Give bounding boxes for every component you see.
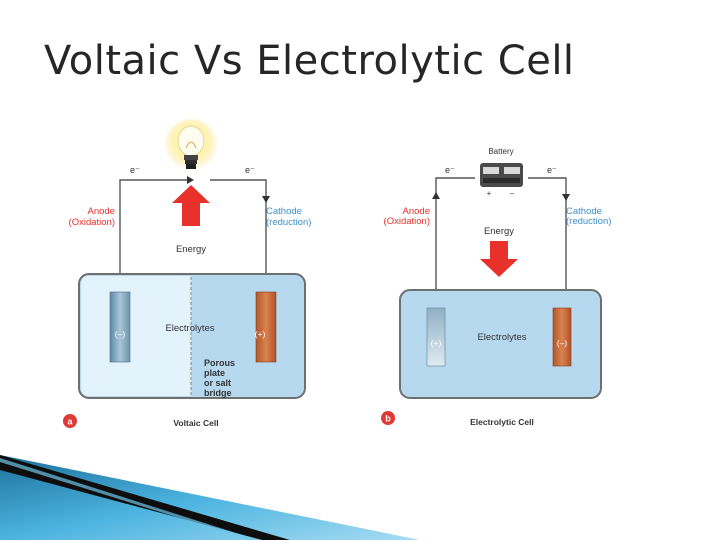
battery-minus: – [510, 189, 515, 198]
voltaic-tank-left-half [81, 276, 191, 396]
voltaic-anode-electrode [109, 291, 131, 363]
voltaic-left-wire [119, 179, 187, 292]
voltaic-electrolyte-label: Electrolytes [165, 323, 214, 334]
electrolytic-cathode-label: Cathode [566, 206, 602, 217]
electrolytic-caption: Electrolytic Cell [470, 417, 534, 427]
voltaic-anode-label: Anode [88, 206, 115, 217]
electrolytic-cathode-electrode [552, 307, 572, 367]
voltaic-electron-left: e⁻ [130, 165, 140, 175]
voltaic-left-sign: (–) [115, 329, 126, 339]
voltaic-energy-label: Energy [176, 244, 206, 255]
electrolytic-right-arrowhead [562, 194, 570, 201]
voltaic-right-sign: (+) [255, 329, 266, 339]
electrolytic-anode-label: Anode [403, 206, 430, 217]
voltaic-panel-badge [63, 414, 77, 428]
electrolytic-left-wire [435, 177, 475, 308]
voltaic-right-arrowhead [262, 196, 270, 203]
battery-plus: + [487, 189, 492, 198]
electrolytic-anode-sub: (Oxidation) [384, 216, 430, 227]
electrolytic-cell: Battery + – e⁻ e⁻ Anode (Oxidation) Cath… [381, 147, 611, 427]
electrolytic-cathode-sub: (reduction) [566, 216, 611, 227]
voltaic-bridge-line-4: bridge [204, 388, 232, 398]
electrolytic-left-sign: (+) [431, 338, 442, 348]
electrolytic-electrolyte-label: Electrolytes [477, 332, 526, 343]
electrolytic-electron-right: e⁻ [547, 165, 557, 175]
voltaic-cathode-label: Cathode [266, 206, 302, 217]
voltaic-bridge-line-2: plate [204, 368, 225, 378]
voltaic-right-wire [210, 179, 267, 292]
light-bulb-icon [165, 119, 217, 171]
electrolytic-left-arrowhead [432, 192, 440, 199]
voltaic-anode-sub: (Oxidation) [69, 217, 115, 228]
battery-icon [480, 163, 523, 187]
voltaic-energy-arrow [172, 185, 210, 226]
voltaic-bridge-line-1: Porous [204, 358, 235, 368]
voltaic-cell: e⁻ e⁻ Anode (Oxidation) Cathode (reducti… [63, 119, 311, 428]
voltaic-panel-letter: a [67, 417, 73, 427]
voltaic-bridge-line-3: or salt [204, 378, 231, 388]
voltaic-electron-right: e⁻ [245, 165, 255, 175]
electrolytic-panel-badge [381, 411, 395, 425]
electrolytic-right-sign: (–) [557, 338, 568, 348]
electrolytic-energy-arrow [480, 241, 518, 277]
electrolytic-right-wire [528, 177, 567, 308]
corner-accent-band [0, 455, 420, 540]
electrolytic-anode-electrode [426, 307, 446, 367]
voltaic-cathode-electrode [255, 291, 277, 363]
electrolytic-energy-label: Energy [484, 226, 514, 237]
voltaic-left-arrowhead [187, 176, 194, 184]
battery-label: Battery [488, 147, 513, 156]
electrolytic-electron-left: e⁻ [445, 165, 455, 175]
voltaic-cathode-sub: (reduction) [266, 217, 311, 228]
electrolytic-tank [399, 289, 602, 399]
electrolytic-panel-letter: b [385, 414, 391, 424]
voltaic-caption: Voltaic Cell [173, 418, 218, 428]
slide-title: Voltaic Vs Electrolytic Cell [44, 38, 575, 84]
